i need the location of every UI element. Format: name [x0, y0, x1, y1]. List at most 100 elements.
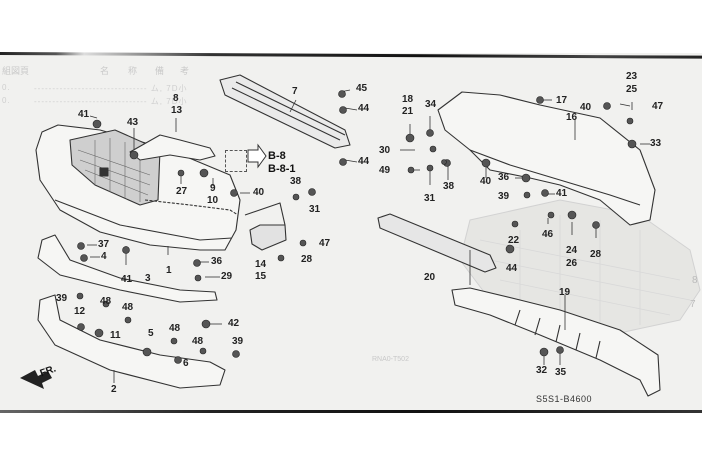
callout-40: 40 — [580, 102, 592, 113]
callout-44: 44 — [358, 103, 370, 114]
ghost-callout-8: 8 — [692, 275, 698, 286]
callout-47: 47 — [652, 101, 664, 112]
callout-26: 26 — [566, 258, 578, 269]
callout-47: 47 — [319, 238, 331, 249]
callout-28: 28 — [590, 249, 602, 260]
callout-41: 41 — [121, 274, 133, 285]
diffuser-fins — [514, 309, 601, 359]
callout-1: 1 — [166, 265, 172, 276]
callout-35: 35 — [555, 367, 567, 378]
callout-40: 40 — [253, 187, 265, 198]
ghost-col-1: 名 — [100, 66, 110, 76]
diagram-code: S5S1-B4600 — [536, 394, 593, 404]
callout-11: 11 — [110, 330, 121, 341]
callout-8: 8 — [173, 93, 179, 104]
callout-32: 32 — [536, 365, 548, 376]
ghost-header-left: 組図頁 — [2, 66, 30, 76]
callout-14: 14 — [255, 259, 267, 270]
bracket-13 — [129, 134, 216, 161]
callout-10: 10 — [207, 195, 219, 206]
grille-emblem — [99, 167, 109, 177]
ghost-row-1-text: ------------------------------- ム, 7D小 — [34, 84, 188, 93]
callout-25: 25 — [626, 84, 638, 95]
callout-31: 31 — [424, 193, 436, 204]
callout-29: 29 — [221, 271, 233, 282]
callout-45: 45 — [356, 83, 368, 94]
bumper-harness-10 — [144, 199, 239, 216]
callout-30: 30 — [379, 145, 391, 156]
callout-48: 48 — [122, 302, 134, 313]
callout-48: 48 — [192, 336, 204, 347]
ghost-col-2: 称 — [128, 66, 138, 76]
callout-37: 37 — [98, 239, 110, 250]
callout-41: 41 — [78, 109, 90, 120]
callout-49: 49 — [379, 165, 391, 176]
callout-4: 4 — [101, 251, 107, 262]
callout-2: 2 — [111, 384, 117, 395]
ghost-row-1-num: 0. — [2, 83, 11, 92]
callout-36: 36 — [498, 172, 510, 183]
callout-13: 13 — [171, 105, 183, 116]
callout-38: 38 — [290, 176, 302, 187]
callout-18: 18 — [402, 94, 414, 105]
callout-44: 44 — [358, 156, 370, 167]
spoiler-3 — [37, 234, 218, 303]
callout-43: 43 — [127, 117, 139, 128]
callout-33: 33 — [650, 138, 662, 149]
ghost-code: RNA0-T502 — [372, 356, 409, 363]
callout-36: 36 — [211, 256, 223, 267]
beam-7 — [219, 74, 351, 149]
callout-34: 34 — [425, 99, 437, 110]
callout-20: 20 — [424, 272, 436, 283]
lip-2 — [37, 294, 226, 389]
callout-9: 9 — [210, 183, 216, 194]
callout-19: 19 — [559, 287, 571, 298]
diffuser-19 — [451, 287, 661, 397]
ghost-col-4: 考 — [180, 66, 190, 76]
callout-39: 39 — [232, 336, 244, 347]
callout-22: 22 — [508, 235, 520, 246]
rear-bumper-line — [469, 149, 641, 206]
callout-5: 5 — [148, 328, 154, 339]
callout-48: 48 — [169, 323, 181, 334]
ghost-callout-7: 7 — [690, 299, 696, 310]
reference-arrow — [247, 143, 267, 169]
callout-12: 12 — [74, 306, 86, 317]
bracket-14-wire — [244, 202, 286, 226]
callout-40: 40 — [480, 176, 492, 187]
reference-part-box — [225, 150, 247, 172]
reference-page-b8-1[interactable]: B-8-1 — [268, 163, 296, 175]
callout-48: 48 — [100, 296, 112, 307]
callout-42: 42 — [228, 318, 240, 329]
callout-39: 39 — [56, 293, 68, 304]
callout-7: 7 — [292, 86, 298, 97]
callout-15: 15 — [255, 271, 267, 282]
absorber-20 — [377, 213, 497, 273]
callout-23: 23 — [626, 71, 638, 82]
bracket-14 — [249, 224, 287, 251]
callout-39: 39 — [498, 191, 510, 202]
callout-24: 24 — [566, 245, 578, 256]
callout-41: 41 — [556, 188, 568, 199]
callout-46: 46 — [542, 229, 554, 240]
ghost-row-2-num: 0. — [2, 96, 11, 105]
fasteners — [76, 90, 637, 364]
callout-31: 31 — [309, 204, 321, 215]
ghost-col-3: 備 — [155, 66, 165, 76]
callout-27: 27 — [176, 186, 188, 197]
callout-16: 16 — [566, 112, 578, 123]
scan-edge-bottom — [0, 410, 702, 413]
ghost-row-2-text: ------------------------------- ム, 7D小 — [34, 97, 188, 106]
beam-7-detail — [231, 81, 346, 141]
bumper-lower-line — [54, 199, 233, 241]
callout-28: 28 — [301, 254, 313, 265]
callout-38: 38 — [443, 181, 455, 192]
reference-page-b8[interactable]: B-8 — [268, 150, 286, 162]
callout-6: 6 — [183, 358, 189, 369]
grille-mesh — [77, 138, 151, 202]
callout-3: 3 — [145, 273, 151, 284]
callout-17: 17 — [556, 95, 568, 106]
ghost-grille-mesh — [479, 215, 691, 335]
